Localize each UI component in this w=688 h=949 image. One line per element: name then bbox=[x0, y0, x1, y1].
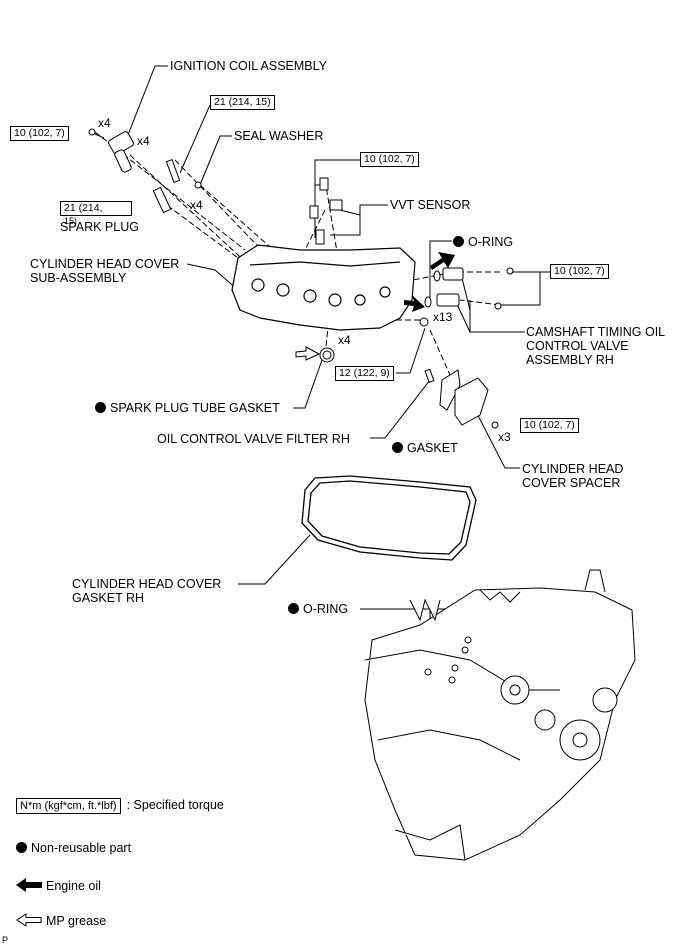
engine-oil-arrow-icon bbox=[404, 252, 455, 312]
mp-grease-arrow-icon bbox=[295, 346, 321, 361]
o-ring-label-top: O-RING bbox=[453, 235, 513, 249]
non-reusable-dot-icon bbox=[392, 442, 403, 453]
non-reusable-dot-icon bbox=[453, 236, 464, 247]
quantity-spacer-bolts: x3 bbox=[498, 430, 511, 444]
torque-box-spacer: 10 (102, 7) bbox=[520, 418, 579, 433]
legend-mp-grease: MP grease bbox=[16, 913, 106, 928]
spark-plug-label: SPARK PLUG bbox=[60, 220, 139, 234]
torque-box-spark-plug-left: 21 (214,15) bbox=[60, 201, 132, 226]
corner-mark: P bbox=[2, 935, 9, 945]
vvt-sensor-illustration bbox=[309, 177, 343, 245]
gasket-label: GASKET bbox=[392, 441, 458, 455]
engine-oil-arrow-icon bbox=[16, 878, 42, 892]
ignition-coil-assembly-label: IGNITION COIL ASSEMBLY bbox=[170, 59, 327, 73]
spark-plug-tube-gasket-label: SPARK PLUG TUBE GASKET bbox=[95, 401, 280, 415]
seal-washer-label: SEAL WASHER bbox=[234, 129, 324, 143]
legend-specified-torque: N*m (kgf*cm, ft.*lbf): Specified torque bbox=[16, 798, 224, 814]
ignition-coil-illustration bbox=[88, 128, 134, 173]
o-ring-label-bottom: O-RING bbox=[288, 602, 348, 616]
spark-plug-illustration bbox=[152, 158, 202, 214]
camshaft-oil-control-valve-illustration bbox=[419, 267, 514, 327]
quantity-coil-bolt: x4 bbox=[98, 116, 111, 130]
non-reusable-dot-icon bbox=[16, 842, 27, 853]
legend-torque-box: N*m (kgf*cm, ft.*lbf) bbox=[16, 798, 121, 814]
vvt-sensor-label: VVT SENSOR bbox=[390, 198, 471, 212]
spacer-illustration bbox=[424, 368, 499, 429]
quantity-coil: x4 bbox=[137, 134, 150, 148]
torque-box-coil-bolt: 10 (102, 7) bbox=[10, 126, 69, 141]
non-reusable-dot-icon bbox=[288, 603, 299, 614]
engine-block-illustration bbox=[364, 569, 636, 861]
quantity-cover-bolts: x13 bbox=[433, 310, 453, 324]
spark-plug-tube-gasket-illustration bbox=[319, 347, 335, 363]
torque-box-camshaft-valve: 10 (102, 7) bbox=[550, 264, 609, 279]
non-reusable-dot-icon bbox=[95, 402, 106, 413]
cylinder-head-cover-gasket-illustration bbox=[301, 475, 477, 561]
legend-engine-oil: Engine oil bbox=[16, 878, 101, 893]
mp-grease-arrow-icon bbox=[16, 913, 42, 927]
quantity-spark-plug: x4 bbox=[190, 198, 203, 212]
torque-box-vvt-sensor: 10 (102, 7) bbox=[360, 152, 419, 167]
oil-control-valve-filter-label: OIL CONTROL VALVE FILTER RH bbox=[157, 432, 350, 446]
quantity-tube-gasket: x4 bbox=[338, 333, 351, 347]
torque-box-spark-plug-top: 21 (214, 15) bbox=[210, 95, 275, 110]
torque-box-oil-filter: 12 (122, 9) bbox=[335, 366, 394, 381]
legend-non-reusable: Non-reusable part bbox=[16, 841, 131, 855]
cylinder-head-cover-illustration bbox=[231, 244, 416, 331]
